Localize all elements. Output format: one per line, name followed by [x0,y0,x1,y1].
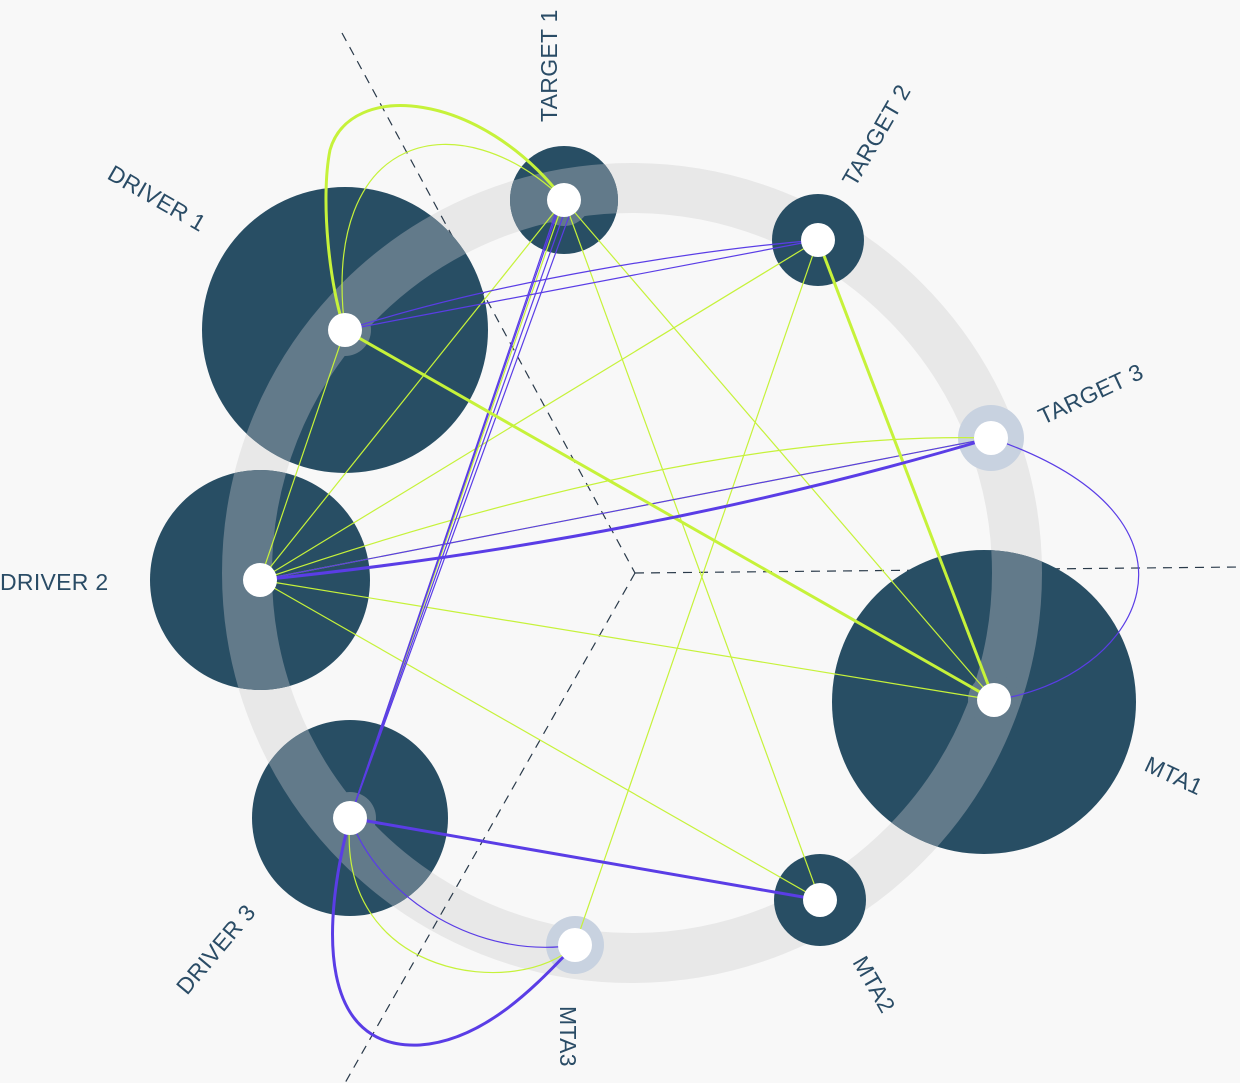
link-d1-t2-a [344,239,819,331]
link-t1-d3-p2 [349,204,568,819]
label-mta3: MTA3 [555,1006,581,1067]
label-target2: TARGET 2 [837,80,916,191]
link-t3-d2-p [259,437,992,581]
link-d3-mta3-curve-thin [348,817,576,974]
link-t1-d3-p4 [349,211,557,819]
link-t1-d1-thick [324,104,566,331]
link-t3-mta1-curve [990,437,1140,701]
link-d2-mta2 [259,579,821,901]
link-d3-mta3-curve-p [349,817,576,948]
node-center-driver2[interactable] [243,563,277,597]
node-center-mta2[interactable] [803,883,837,917]
label-driver2: DRIVER 2 [0,569,108,595]
label-mta2: MTA2 [848,952,901,1018]
node-center-target1[interactable] [547,183,581,217]
label-target1: TARGET 1 [536,9,562,122]
link-t2-mta3 [574,239,819,946]
link-t1-d3-p3 [349,207,573,819]
link-t2-d2 [259,239,819,581]
link-t2-mta1-thick [816,239,996,701]
label-driver1: DRIVER 1 [104,160,211,237]
link-d1-mta1-thick [344,328,995,702]
axis-line-lower [344,572,636,1083]
thick-links [259,104,996,1047]
node-discs [150,146,1136,946]
link-d2-t3-thick [259,436,992,582]
link-d1-d2 [259,329,346,581]
node-center-target3[interactable] [974,421,1008,455]
link-d2-mta1 [259,579,995,701]
link-d1-t1-curve-thin [341,143,565,331]
link-d1-t2-b [344,239,819,331]
link-d3-mta3-thick [331,817,577,1047]
label-target3: TARGET 3 [1034,358,1147,429]
node-centers [243,183,1011,962]
node-center-mta1[interactable] [977,683,1011,717]
link-t1-mta2 [563,199,821,901]
node-center-target2[interactable] [801,223,835,257]
label-driver3: DRIVER 3 [171,899,261,999]
link-d3-mta2-thick [349,816,821,902]
axis-line-right [634,566,1240,574]
label-mta1: MTA1 [1141,751,1207,800]
link-t1-d2 [259,199,565,581]
node-center-driver3[interactable] [333,801,367,835]
node-center-mta3[interactable] [558,928,592,962]
node-center-driver1[interactable] [328,313,362,347]
link-t3-d2-curve [259,437,992,581]
